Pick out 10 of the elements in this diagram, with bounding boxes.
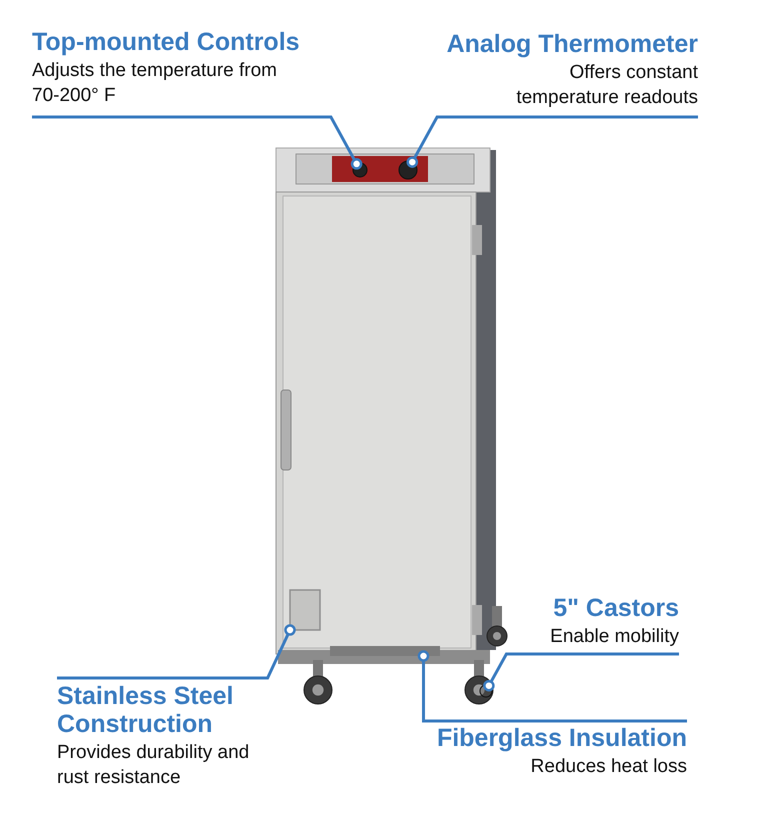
feature-heading: Top-mounted Controls: [32, 28, 301, 56]
feature-description: Offers constant temperature readouts: [515, 61, 698, 110]
feature-heading: Stainless Steel Construction: [57, 682, 234, 738]
feature-description: Enable mobility: [549, 625, 679, 649]
feature-heading: 5" Castors: [552, 594, 679, 622]
feature-heading: Analog Thermometer: [446, 30, 698, 58]
feature-description: Adjusts the temperature from 70-200° F: [32, 59, 278, 108]
feature-description: Reduces heat loss: [530, 755, 687, 779]
feature-heading: Fiberglass Insulation: [436, 724, 687, 752]
feature-description: Provides durability and rust resistance: [57, 741, 250, 790]
